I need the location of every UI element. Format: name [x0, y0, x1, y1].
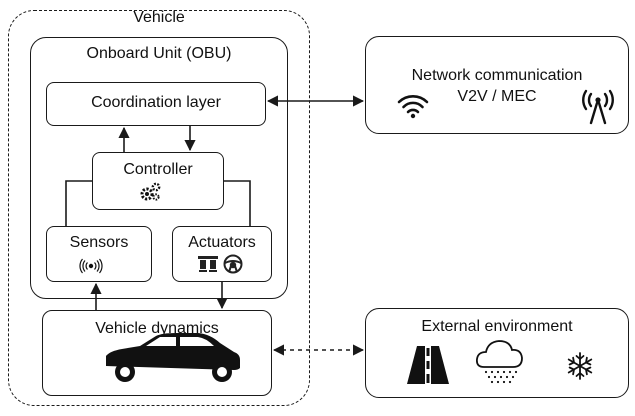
actuators-label: Actuators — [188, 234, 256, 251]
gears-icon — [140, 182, 161, 201]
radio-waves-icon — [79, 258, 103, 274]
road-icon — [407, 346, 449, 384]
vehicle-title: Vehicle — [133, 9, 185, 26]
coordination-layer-label: Coordination layer — [91, 94, 221, 111]
coordination-layer-box — [46, 82, 266, 126]
link-controller-actuators — [224, 180, 251, 226]
vehicle-boundary — [8, 10, 310, 406]
sensors-label: Sensors — [69, 234, 129, 251]
car-icon — [106, 333, 240, 382]
controller-label: Controller — [123, 161, 193, 178]
controller-box — [92, 152, 224, 210]
snowflake-icon — [567, 352, 593, 380]
sensors-box — [46, 226, 152, 282]
network-subtitle: V2V / MEC — [457, 88, 537, 105]
link-sensors-controller — [65, 180, 92, 226]
pedals-icon — [198, 256, 218, 272]
vehicle-dynamics-label: Vehicle dynamics — [95, 320, 219, 337]
wifi-icon — [397, 95, 429, 119]
steering-wheel-icon — [223, 254, 243, 274]
network-box — [365, 36, 629, 134]
environment-title: External environment — [421, 318, 573, 335]
network-title: Network communication — [411, 67, 583, 84]
actuators-box — [172, 226, 272, 282]
antenna-tower-icon — [582, 89, 614, 125]
obu-title: Onboard Unit (OBU) — [86, 45, 232, 62]
rain-cloud-icon — [475, 340, 523, 384]
